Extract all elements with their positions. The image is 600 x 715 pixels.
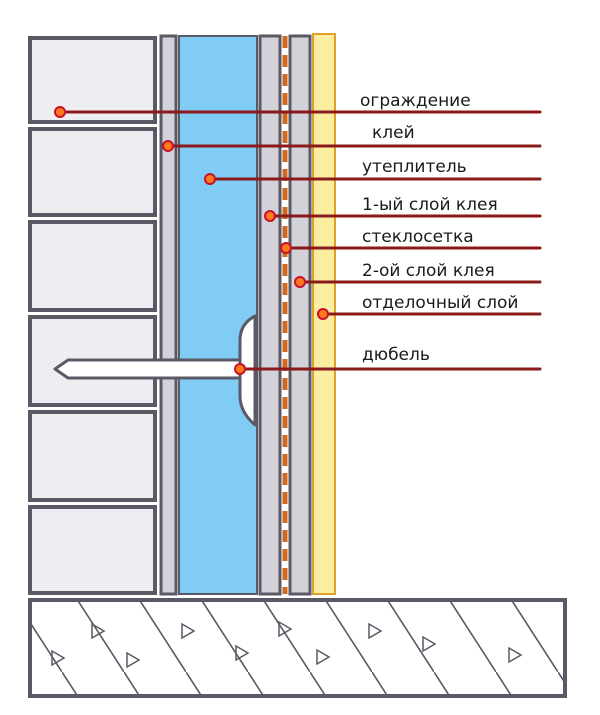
marker-dot bbox=[162, 140, 174, 152]
marker-dot bbox=[264, 210, 276, 222]
brick-block bbox=[28, 505, 157, 595]
label-fiberglass-mesh: стеклосетка bbox=[362, 227, 474, 247]
second-glue-coat bbox=[288, 34, 312, 596]
brick-block bbox=[28, 220, 157, 312]
foundation-slab bbox=[28, 598, 567, 698]
marker-dots bbox=[54, 106, 329, 375]
insulation-layer bbox=[178, 35, 258, 595]
brick-block bbox=[28, 410, 157, 502]
aggregate-triangle bbox=[51, 649, 66, 667]
aggregate-triangle bbox=[508, 646, 523, 664]
brick-block bbox=[28, 36, 157, 124]
aggregate-triangle bbox=[316, 648, 331, 666]
aggregate-triangle bbox=[91, 622, 106, 640]
aggregate-triangle bbox=[235, 644, 250, 662]
label-dowel: дюбель bbox=[362, 345, 430, 365]
label-second-glue-coat: 2-ой слой клея bbox=[362, 261, 495, 281]
marker-dot bbox=[280, 242, 292, 254]
dowel-shaft bbox=[53, 358, 246, 380]
slab-fill bbox=[30, 600, 565, 696]
label-fence: ограждение bbox=[360, 91, 471, 111]
marker-dot bbox=[54, 106, 66, 118]
marker-dot bbox=[204, 173, 216, 185]
aggregate-triangle bbox=[368, 622, 383, 640]
aggregate-triangle bbox=[126, 651, 141, 669]
label-finishing-layer: отделочный слой bbox=[362, 293, 518, 313]
masonry-wall bbox=[28, 36, 157, 595]
marker-dot bbox=[234, 363, 246, 375]
marker-dot bbox=[294, 276, 306, 288]
first-glue-coat bbox=[258, 34, 282, 596]
glue-layer bbox=[159, 34, 178, 596]
marker-dot bbox=[317, 308, 329, 320]
label-first-glue-coat: 1-ый слой клея bbox=[362, 195, 498, 215]
label-insulation: утеплитель bbox=[362, 157, 467, 177]
leader-lines bbox=[58, 110, 542, 371]
brick-block bbox=[28, 127, 157, 217]
label-glue: клей bbox=[372, 123, 415, 143]
aggregate-triangle bbox=[181, 622, 196, 640]
aggregate-triangle bbox=[278, 620, 293, 638]
slab-outline bbox=[28, 598, 567, 698]
aggregate-triangle bbox=[422, 635, 437, 653]
